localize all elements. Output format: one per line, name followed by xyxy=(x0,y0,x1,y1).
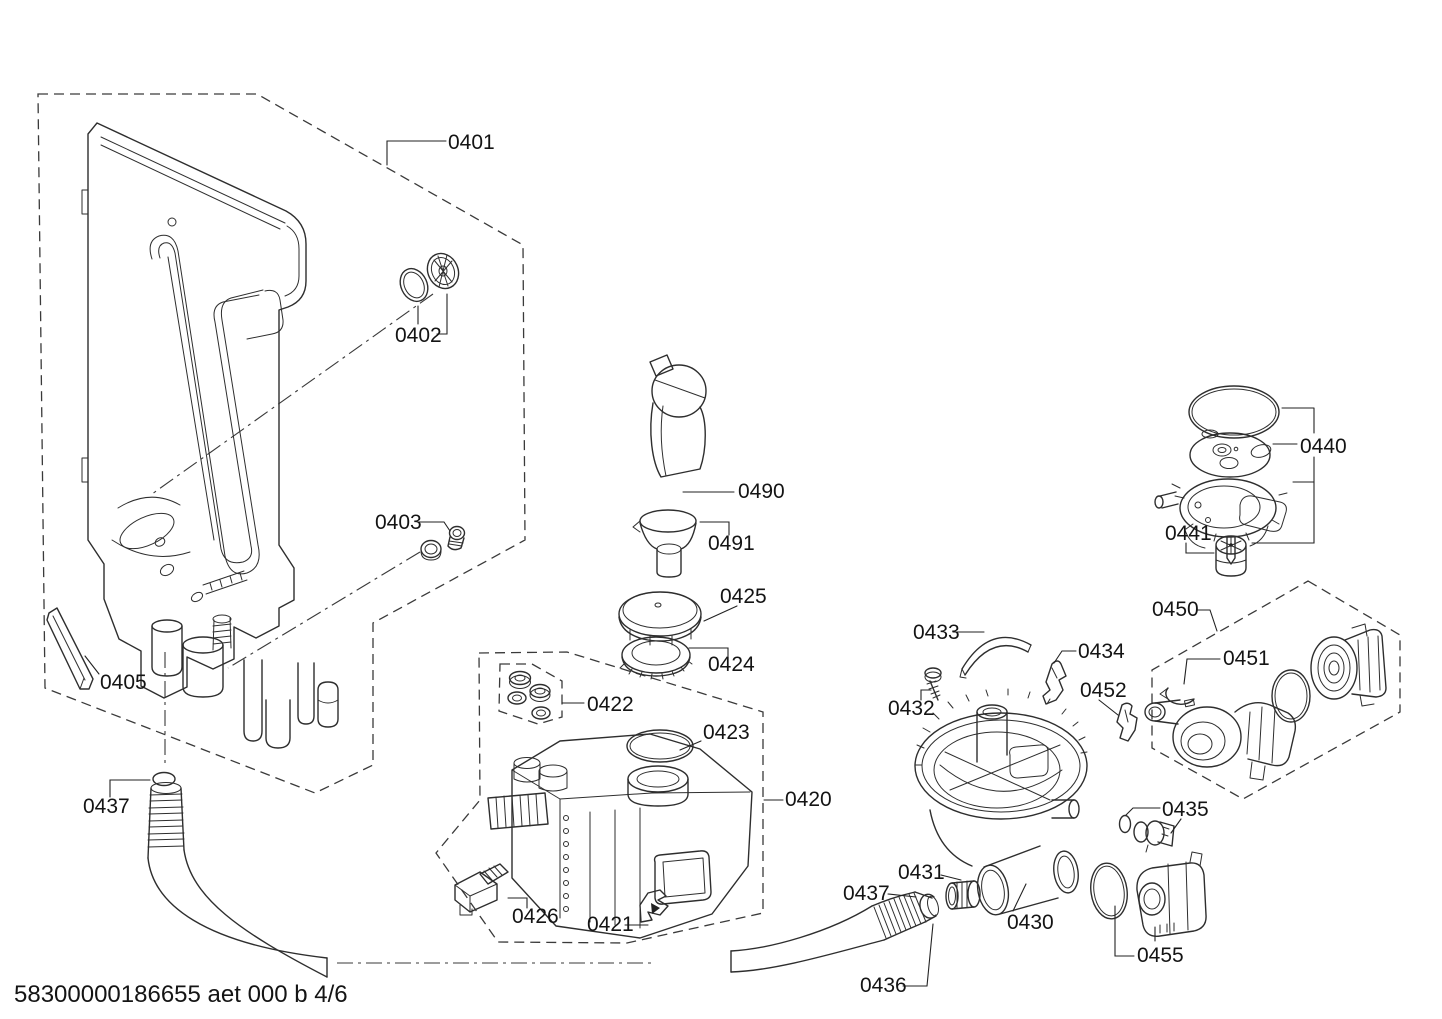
part-0455-drain-pump xyxy=(1090,851,1207,937)
label-0420: 0420 xyxy=(785,788,832,811)
axis-lines xyxy=(151,293,652,964)
part-0450-heat-pump-kit xyxy=(1144,623,1387,781)
label-0435: 0435 xyxy=(1162,798,1209,821)
dashed-box-0401 xyxy=(37,93,526,794)
part-0425-salt-cap xyxy=(618,591,702,646)
part-0437-left-oring-hose xyxy=(147,771,328,978)
label-0423: 0423 xyxy=(703,721,750,744)
part-0440-cover-set xyxy=(1154,385,1288,565)
part-0421-clip xyxy=(639,889,669,923)
label-0436: 0436 xyxy=(860,974,907,997)
dashed-box-0420 xyxy=(435,651,764,944)
label-0491: 0491 xyxy=(708,532,755,555)
part-0435-valve xyxy=(1118,814,1175,853)
label-0432: 0432 xyxy=(888,697,935,720)
label-0430: 0430 xyxy=(1007,911,1054,934)
part-0452-holder xyxy=(1116,702,1138,742)
label-0422: 0422 xyxy=(587,693,634,716)
label-0455: 0455 xyxy=(1137,944,1184,967)
dashed-box-0422 xyxy=(498,663,563,725)
part-0491-funnel xyxy=(632,509,697,578)
part-labels: 0401 0402 0403 0405 0437 0490 0491 0425 … xyxy=(83,131,1347,997)
label-0434: 0434 xyxy=(1078,640,1125,663)
part-0433-bracket-arc xyxy=(959,636,1032,679)
label-0437-right: 0437 xyxy=(843,882,890,905)
label-0441: 0441 xyxy=(1165,522,1212,545)
label-0437-left: 0437 xyxy=(83,795,130,818)
part-0420-water-softener xyxy=(487,733,753,939)
label-0401: 0401 xyxy=(448,131,495,154)
part-0430-sump xyxy=(914,688,1088,916)
part-0431-plug xyxy=(945,880,981,910)
part-0422-cap-set xyxy=(507,670,551,720)
label-0490: 0490 xyxy=(738,480,785,503)
label-0426: 0426 xyxy=(512,905,559,928)
label-0425: 0425 xyxy=(720,585,767,608)
part-0402-seal-grommet xyxy=(399,252,460,303)
part-0401-mounting-panel xyxy=(81,122,339,749)
label-0451: 0451 xyxy=(1223,647,1270,670)
label-0452: 0452 xyxy=(1080,679,1127,702)
part-0441-impeller xyxy=(1215,535,1247,577)
document-code: 58300000186655 aet 000 b 4/6 xyxy=(14,981,348,1008)
label-0421: 0421 xyxy=(587,913,634,936)
label-0424: 0424 xyxy=(708,653,755,676)
label-0403: 0403 xyxy=(375,511,422,534)
part-0424-threaded-ring xyxy=(619,636,693,680)
label-0402: 0402 xyxy=(395,324,442,347)
label-0450: 0450 xyxy=(1152,598,1199,621)
part-0490-nozzle xyxy=(649,354,707,478)
part-0426-fitting xyxy=(454,863,509,916)
label-connectors xyxy=(84,140,1315,987)
part-0436-drain-hose xyxy=(730,891,939,973)
part-0432-screw xyxy=(924,667,942,701)
part-0403-clamp-plug xyxy=(420,525,466,561)
label-0405: 0405 xyxy=(100,671,147,694)
label-0433: 0433 xyxy=(913,621,960,644)
part-0405-strip xyxy=(46,607,94,690)
part-0437-right-clamp xyxy=(919,893,937,919)
part-0434-holder xyxy=(1042,660,1067,705)
label-0440: 0440 xyxy=(1300,435,1347,458)
dashed-box-0450 xyxy=(1151,580,1401,800)
label-0431: 0431 xyxy=(898,861,945,884)
